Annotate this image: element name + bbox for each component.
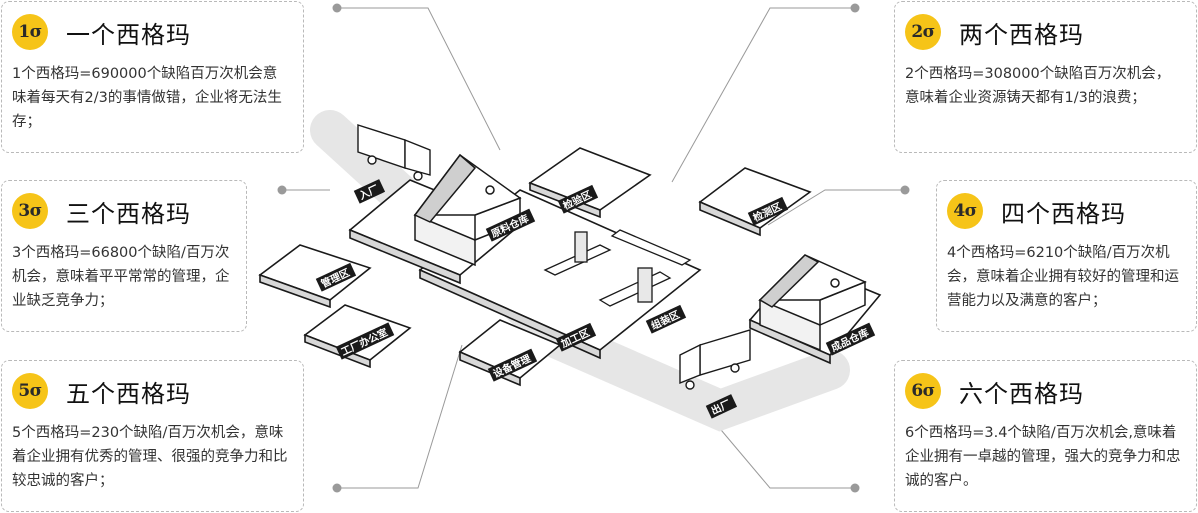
card-description: 1个西格玛=690000个缺陷百万次机会意味着每天有2/3的事情做错，企业将无法…: [12, 66, 282, 130]
leader-dots: [277, 3, 910, 493]
sigma-card-3: 3σ 三个西格玛 3个西格玛=66800个缺陷/百万次机会，意味着平平常常的管理…: [1, 180, 247, 332]
sigma-card-6: 6σ 六个西格玛 6个西格玛=3.4个缺陷/百万次机会,意味着企业拥有一卓越的管…: [894, 360, 1197, 512]
sigma-card-5: 5σ 五个西格玛 5个西格玛=230个缺陷/百万次机会，意味着企业拥有优秀的管理…: [1, 360, 304, 512]
sigma-badge: 4σ: [947, 193, 983, 229]
card-description: 6个西格玛=3.4个缺陷/百万次机会,意味着企业拥有一卓越的管理，强大的竞争力和…: [905, 425, 1181, 489]
sigma-badge: 3σ: [12, 193, 48, 229]
card-title: 四个西格玛: [1001, 199, 1126, 228]
conveyors: [543, 229, 692, 307]
finished-warehouse-building: [758, 254, 867, 352]
card-description: 4个西格玛=6210个缺陷/百万次机会，意味着企业拥有较好的管理和运营能力以及满…: [947, 245, 1179, 309]
card-description: 3个西格玛=66800个缺陷/百万次机会，意味着平平常常的管理，企业缺乏竞争力；: [12, 245, 230, 309]
card-description: 2个西格玛=308000个缺陷百万次机会，意味着企业资源铸天都有1/3的浪费；: [905, 66, 1171, 106]
zone-label-assembly: 组装区: [649, 308, 682, 332]
card-title: 两个西格玛: [959, 20, 1084, 49]
card-description: 5个西格玛=230个缺陷/百万次机会，意味着企业拥有优秀的管理、很强的竞争力和比…: [12, 425, 288, 489]
card-title: 五个西格玛: [66, 379, 191, 408]
card-title: 六个西格玛: [959, 379, 1084, 408]
sigma-badge: 2σ: [905, 14, 941, 50]
card-title: 一个西格玛: [66, 20, 191, 49]
sigma-card-1: 1σ 一个西格玛 1个西格玛=690000个缺陷百万次机会意味着每天有2/3的事…: [1, 1, 304, 153]
sigma-badge: 1σ: [12, 14, 48, 50]
sigma-badge: 5σ: [12, 373, 48, 409]
card-title: 三个西格玛: [66, 199, 191, 228]
sigma-card-2: 2σ 两个西格玛 2个西格玛=308000个缺陷百万次机会，意味着企业资源铸天都…: [894, 1, 1197, 153]
truck-entrance: [357, 124, 431, 181]
sigma-card-4: 4σ 四个西格玛 4个西格玛=6210个缺陷/百万次机会，意味着企业拥有较好的管…: [936, 180, 1197, 332]
sigma-badge: 6σ: [905, 373, 941, 409]
truck-exit: [679, 329, 751, 390]
leader-lines: [282, 7, 905, 489]
